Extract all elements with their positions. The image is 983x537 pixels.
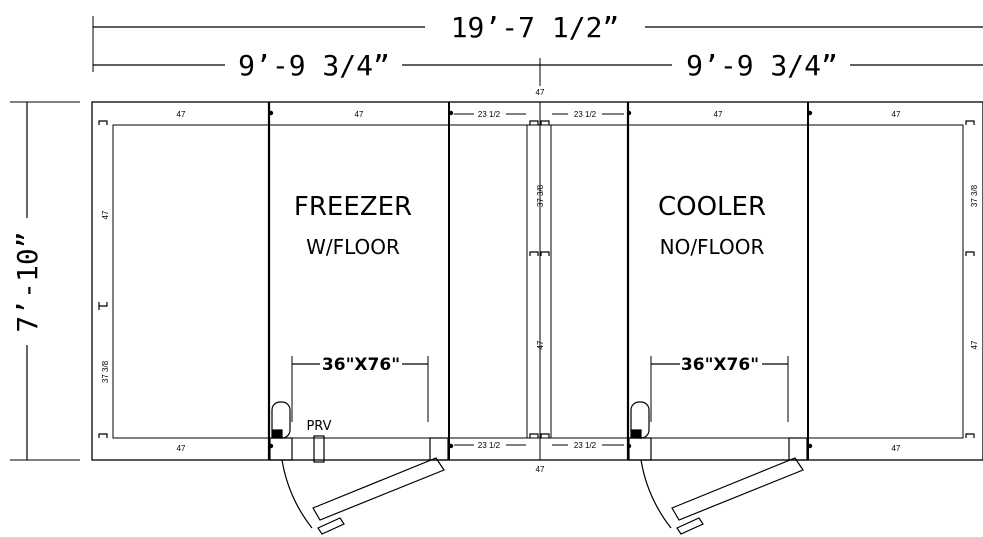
- panel-label-top-5: 47: [714, 110, 723, 119]
- cooler-door-dim: 36"X76": [650, 355, 789, 422]
- freezer-door: [269, 401, 449, 535]
- panel-ticks: [98, 120, 975, 438]
- overall-dimension: 19’-7 1/2”: [92, 11, 983, 72]
- panel-label-bottom-1: 47: [177, 444, 186, 453]
- cooler-name: COOLER: [658, 192, 766, 222]
- panel-label-top-4: 23 1/2: [574, 110, 597, 119]
- left-width-label: 9’-9 3/4”: [238, 49, 390, 82]
- outer-walls: [91, 101, 983, 461]
- half-leaders: [454, 113, 624, 446]
- panel-label-bottom-2: 23 1/2: [478, 441, 501, 450]
- panel-label-left-2: 37 3/8: [101, 360, 110, 383]
- prv-label: PRV: [306, 419, 331, 434]
- panel-label-top-6: 47: [892, 110, 901, 119]
- half-dimensions: 9’-9 3/4” 9’-9 3/4”: [93, 49, 983, 86]
- panel-labels: 47 47 23 1/2 23 1/2 47 47 47 47 23 1/2 2…: [101, 88, 979, 474]
- panel-label-bottom-center: 47: [536, 465, 545, 474]
- panel-label-mid-2: 47: [536, 340, 545, 349]
- panel-label-top-1: 47: [177, 110, 186, 119]
- panel-label-right-1: 37 3/8: [970, 184, 979, 207]
- overall-width-label: 19’-7 1/2”: [451, 11, 620, 44]
- panel-label-mid-1: 37 3/8: [536, 184, 545, 207]
- cooler-room: COOLER NO/FLOOR: [658, 192, 766, 259]
- freezer-sub: W/FLOOR: [306, 235, 400, 259]
- partitions: [267, 102, 809, 460]
- freezer-name: FREEZER: [294, 192, 412, 222]
- panel-label-right-2: 47: [970, 340, 979, 349]
- panel-label-bottom-4: 47: [892, 444, 901, 453]
- panel-label-top-center: 47: [536, 88, 545, 97]
- height-dimension: 7’-10”: [10, 101, 80, 461]
- height-label: 7’-10”: [11, 231, 44, 332]
- panel-label-top-2: 47: [355, 110, 364, 119]
- panel-label-left-1: 47: [101, 210, 110, 219]
- joint-dots: [268, 110, 813, 449]
- cooler-sub: NO/FLOOR: [660, 235, 765, 259]
- freezer-door-size: 36"X76": [322, 355, 400, 375]
- right-width-label: 9’-9 3/4”: [686, 49, 838, 82]
- panel-label-bottom-3: 23 1/2: [574, 441, 597, 450]
- prv: PRV: [306, 419, 332, 463]
- panel-label-top-3: 23 1/2: [478, 110, 501, 119]
- cooler-door-size: 36"X76": [681, 355, 759, 375]
- freezer-room: FREEZER W/FLOOR: [294, 192, 412, 259]
- freezer-door-dim: 36"X76": [291, 355, 429, 422]
- cooler-door: [628, 401, 808, 535]
